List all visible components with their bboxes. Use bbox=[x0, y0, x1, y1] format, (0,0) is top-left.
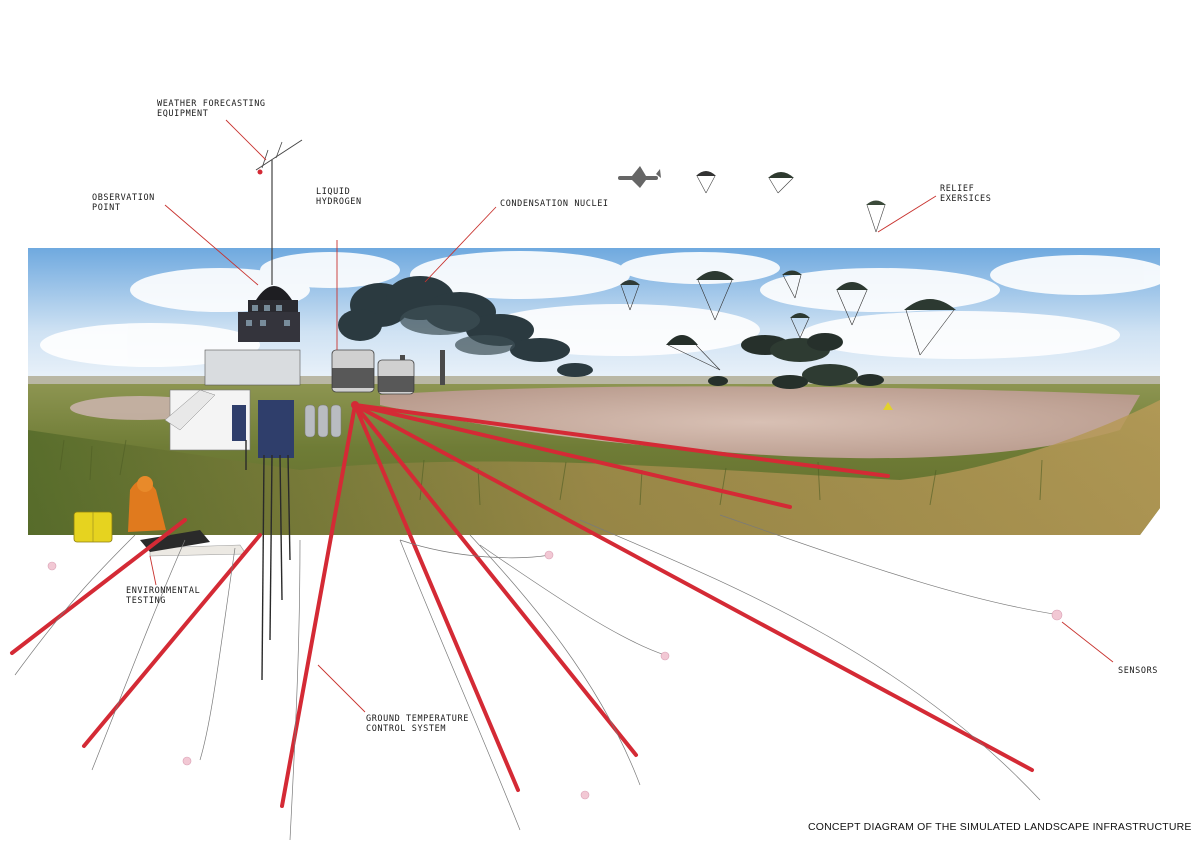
parachute bbox=[866, 200, 886, 233]
red-pipe-line bbox=[353, 403, 890, 478]
parachute bbox=[620, 280, 640, 311]
parachute bbox=[768, 172, 794, 194]
ground-temperature-pipes bbox=[10, 401, 1034, 808]
leader-lines bbox=[149, 119, 1114, 713]
parachute bbox=[696, 271, 734, 321]
label-condensation-nuclei: CONDENSATION NUCLEI bbox=[500, 199, 609, 209]
pipe-hub bbox=[351, 401, 359, 409]
hydrogen-tanks bbox=[331, 240, 415, 395]
parachute bbox=[836, 282, 868, 326]
sensor-nodes bbox=[47, 550, 1063, 800]
parachutes-group bbox=[620, 270, 956, 410]
diagram-caption: CONCEPT DIAGRAM OF THE SIMULATED LANDSCA… bbox=[808, 821, 1192, 833]
tower-cables bbox=[245, 440, 291, 681]
parachute bbox=[904, 299, 956, 356]
label-liquid-hydrogen: LIQUID HYDROGEN bbox=[316, 187, 362, 207]
label-sensors: SENSORS bbox=[1118, 666, 1159, 676]
label-relief-exercises: RELIEF EXERSICES bbox=[940, 184, 992, 204]
label-observation-point: OBSERVATION POINT bbox=[92, 193, 155, 213]
parachute bbox=[666, 335, 721, 371]
aircraft-icon bbox=[618, 166, 661, 188]
gas-cylinders bbox=[304, 404, 342, 438]
red-pipe-line bbox=[353, 403, 638, 757]
red-pipe-line bbox=[353, 403, 1034, 772]
parachute bbox=[782, 270, 802, 299]
red-pipe-line bbox=[82, 533, 262, 748]
label-weather-forecasting: WEATHER FORECASTING EQUIPMENT bbox=[157, 99, 266, 119]
aerial-parachutes bbox=[618, 166, 886, 233]
solar-panels bbox=[232, 400, 294, 458]
red-pipe-line bbox=[280, 403, 357, 808]
observation-tower bbox=[164, 139, 342, 681]
sensor-wires bbox=[14, 514, 1061, 841]
label-ground-temperature: GROUND TEMPERATURE CONTROL SYSTEM bbox=[366, 714, 469, 734]
red-pipe-line bbox=[10, 518, 187, 655]
red-pipe-line bbox=[353, 403, 792, 509]
parachute bbox=[696, 171, 716, 194]
label-environmental-testing: ENVIRONMENTAL TESTING bbox=[126, 586, 201, 606]
parachute-cluster bbox=[708, 333, 893, 410]
red-pipe-line bbox=[353, 403, 520, 792]
parachute bbox=[790, 313, 810, 339]
field-workers bbox=[73, 476, 247, 557]
reeds bbox=[59, 439, 1043, 506]
